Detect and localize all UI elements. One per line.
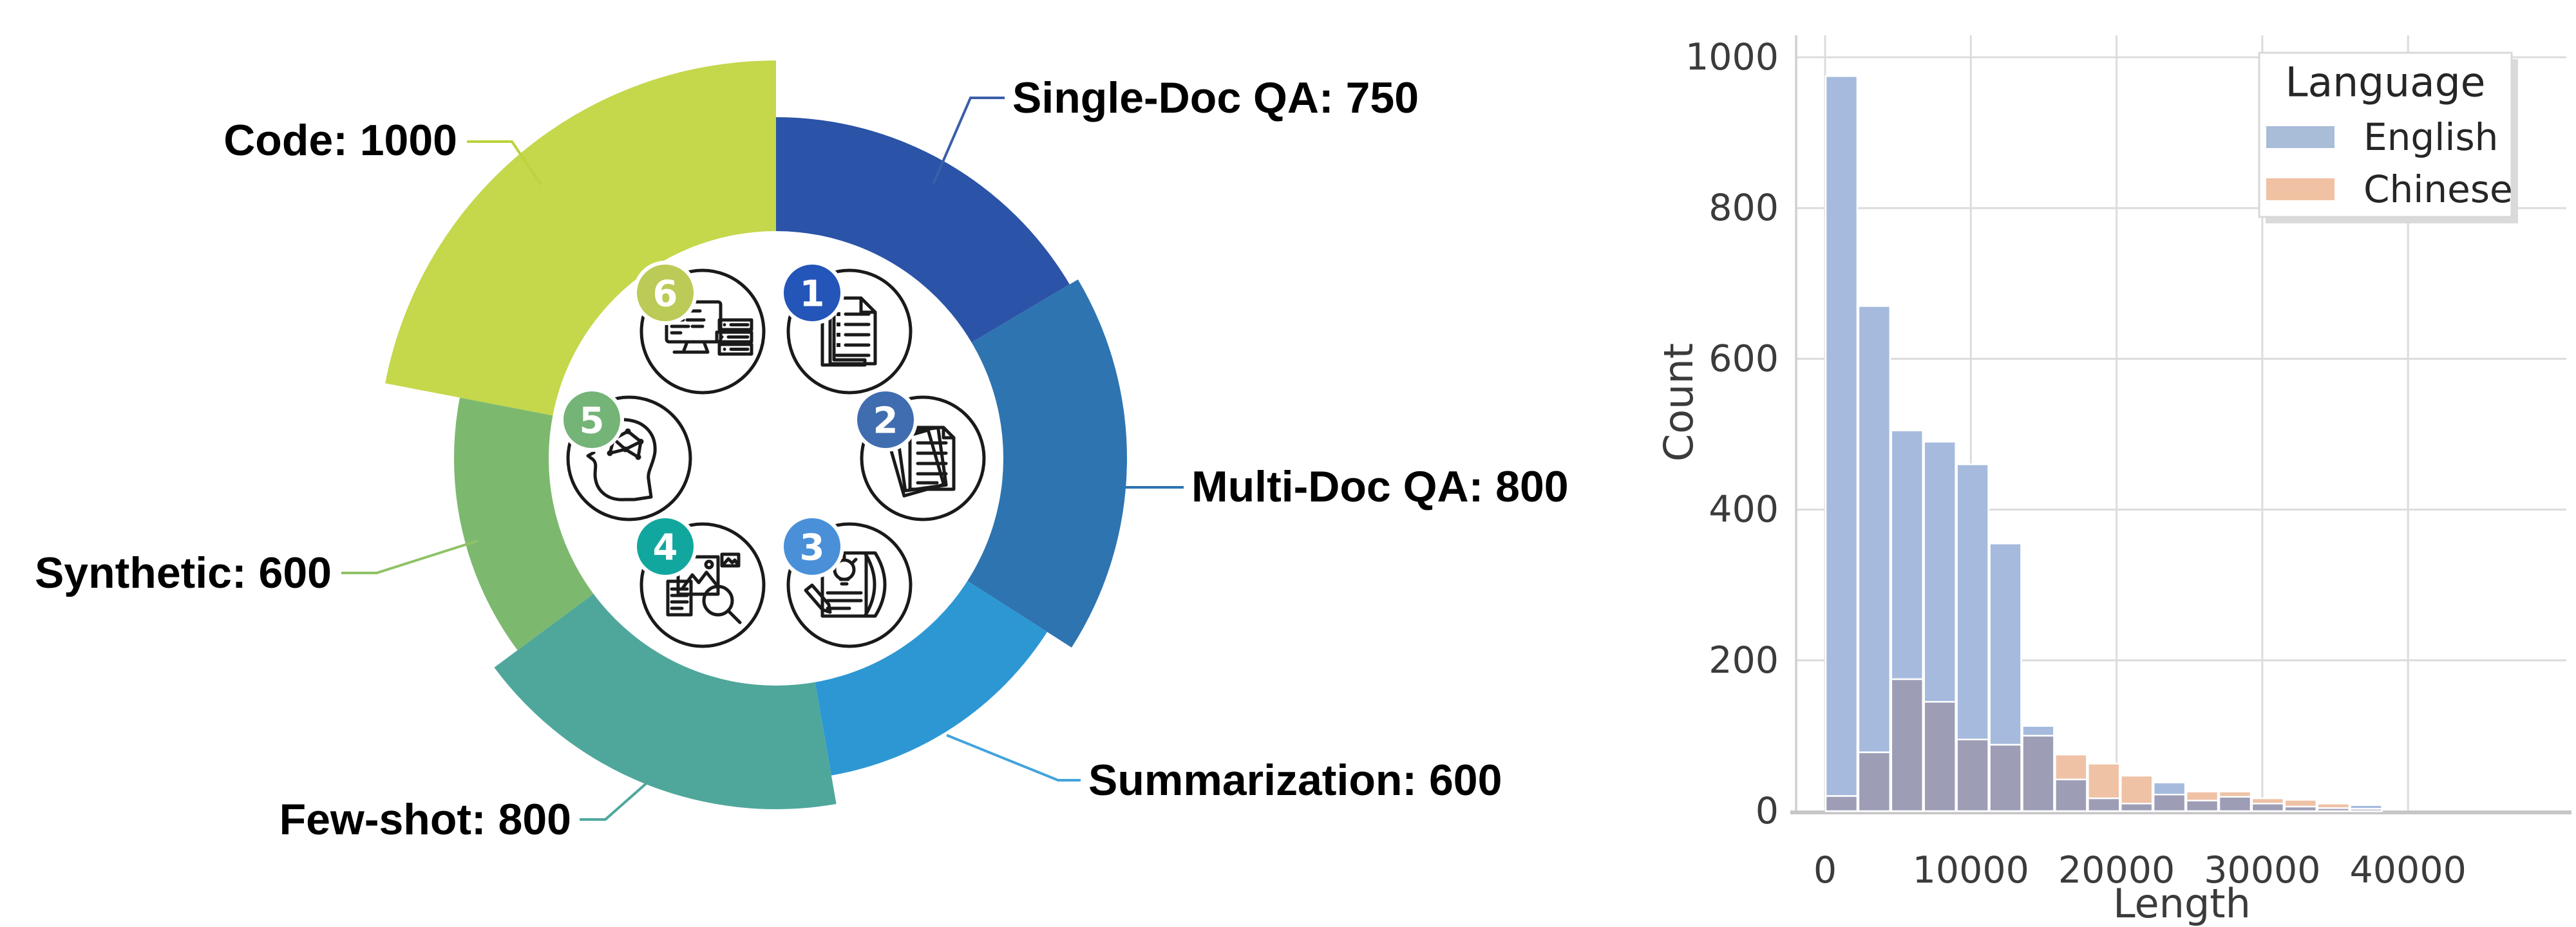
bar-overlap: [2054, 778, 2088, 812]
bar-overlap: [2022, 735, 2055, 812]
bar-english: [1956, 464, 1989, 741]
donut-center-icons: [566, 268, 986, 648]
donut-segment-synthetic: [454, 397, 594, 651]
badge-number-3: 3: [800, 527, 825, 569]
badge-circle-5: [560, 388, 624, 452]
bar-overlap: [1956, 738, 1989, 812]
badge-number-5: 5: [580, 400, 605, 442]
donut-segment-multi-doc-qa: [967, 279, 1127, 648]
badge-circle-3: [780, 514, 844, 579]
leader-few-shot: [580, 770, 661, 821]
y-tick-1000: 1000: [1685, 36, 1779, 79]
donut-badges: 1 2 3 4 5 6: [560, 261, 918, 579]
bar-overlap: [2284, 805, 2318, 812]
bar-overlap: [1890, 678, 1924, 812]
bar-overlap: [2251, 803, 2285, 812]
x-tick-40000: 40000: [2350, 849, 2467, 892]
summarization-icon: [786, 522, 913, 648]
histogram-bars: [1824, 75, 2383, 812]
bar-overlap: [2120, 803, 2154, 812]
code-icon: [639, 268, 766, 395]
bar-overlap: [1989, 744, 2022, 812]
donut-segment-few-shot: [494, 593, 837, 809]
bar-english: [2152, 782, 2186, 796]
y-axis-label: Count: [1655, 343, 1702, 462]
y-tick-400: 400: [1709, 489, 1779, 531]
x-tick-10000: 10000: [1913, 849, 2029, 892]
bar-overlap: [2316, 807, 2350, 812]
bar-overlap: [2185, 800, 2219, 812]
bar-english: [1923, 440, 1956, 703]
y-tick-200: 200: [1709, 639, 1779, 682]
badge-circle-4: [633, 514, 697, 579]
donut-segment-summarization: [815, 580, 1048, 776]
legend-label-chinese: Chinese: [2363, 167, 2513, 211]
legend: Language English Chinese: [2258, 52, 2518, 223]
histogram-tick-labels: 0 10000 20000 30000 40000 0 200 400 600 800 1000: [1685, 36, 2467, 892]
x-axis-label: Length: [2113, 880, 2251, 927]
bar-overlap: [2218, 796, 2252, 812]
badge-number-6: 6: [653, 274, 678, 315]
bar-overlap: [2349, 808, 2383, 812]
donut-callouts: Single-Doc QA: 750 Multi-Doc QA: 800 Sum…: [35, 73, 1569, 844]
donut-leader-lines: [341, 97, 1184, 821]
bar-overlap: [1824, 795, 1859, 812]
single-doc-icon: [786, 268, 913, 395]
badge-circle-2: [853, 388, 918, 452]
callout-few-shot: Few-shot: 800: [279, 795, 571, 844]
histogram-axis-labels: Length Count: [1655, 343, 2251, 927]
callout-multi-doc-qa: Multi-Doc QA: 800: [1191, 462, 1569, 511]
legend-label-english: English: [2363, 115, 2498, 159]
bar-overlap: [1923, 700, 1956, 812]
leader-summarization: [946, 734, 1081, 782]
donut-segment-single-doc-qa: [776, 117, 1070, 343]
callout-synthetic: Synthetic: 600: [35, 548, 332, 597]
callout-code: Code: 1000: [223, 116, 457, 165]
badge-number-4: 4: [653, 527, 678, 569]
bar-english: [1824, 75, 1859, 797]
x-tick-0: 0: [1814, 849, 1837, 892]
y-tick-0: 0: [1756, 790, 1779, 832]
bar-overlap: [2087, 797, 2121, 812]
leader-single-doc-qa: [932, 97, 1005, 185]
legend-title: Language: [2286, 59, 2486, 106]
bar-overlap: [2152, 793, 2186, 812]
badge-circle-6: [633, 261, 697, 325]
callout-summarization: Summarization: 600: [1088, 756, 1502, 805]
legend-swatch-english: [2266, 126, 2334, 148]
leader-code: [467, 140, 542, 186]
legend-swatch-chinese: [2266, 178, 2334, 200]
donut-segment-code: [385, 61, 776, 416]
leader-synthetic: [341, 539, 478, 574]
x-tick-30000: 30000: [2204, 849, 2320, 892]
badge-number-1: 1: [800, 274, 825, 315]
donut-ring: [385, 61, 1127, 809]
badge-number-2: 2: [873, 400, 898, 442]
y-tick-600: 600: [1709, 337, 1779, 380]
x-tick-20000: 20000: [2058, 849, 2175, 892]
callout-single-doc-qa: Single-Doc QA: 750: [1012, 73, 1419, 122]
bar-english: [2022, 725, 2055, 737]
bar-english: [1989, 543, 2022, 746]
bar-english: [1857, 305, 1891, 753]
badge-circle-1: [780, 261, 844, 325]
y-tick-800: 800: [1709, 187, 1779, 229]
bar-overlap: [1857, 751, 1891, 812]
bar-english: [1890, 429, 1924, 680]
